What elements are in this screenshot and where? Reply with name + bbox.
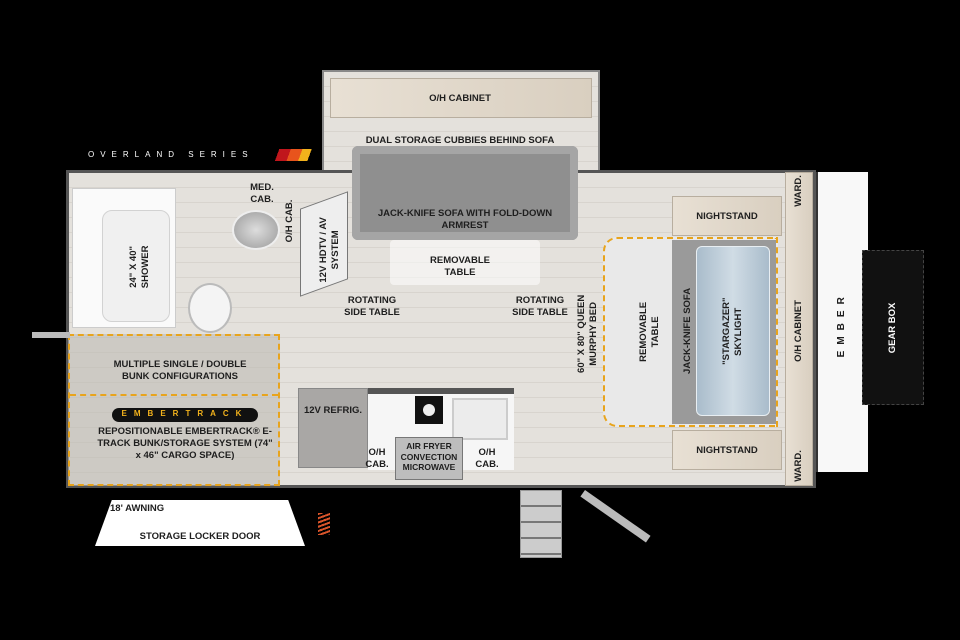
med-cab-label: MED. CAB.: [250, 182, 274, 205]
nightstand-top: [672, 196, 782, 236]
sink-bath: [232, 210, 280, 250]
skylight: [696, 246, 770, 416]
bunk-divider: [70, 394, 278, 396]
gear-box-label: GEAR BOX: [887, 302, 899, 354]
baggage-door: [32, 332, 70, 338]
series-name: OVERLAND SERIES: [88, 150, 254, 159]
accent-stripes: [270, 149, 312, 161]
jackknife-rear-label: JACK-KNIFE SOFA: [682, 287, 694, 374]
burner-icon: [423, 404, 435, 416]
refrig-label: 12V REFRIG.: [303, 405, 363, 416]
oh-cab-bath-label: O/H CAB.: [284, 199, 296, 243]
ember-logo: EMBER: [835, 291, 847, 358]
ward-top-label: WARD.: [793, 175, 805, 207]
gear-box: [862, 250, 924, 405]
rotating-left-label: ROTATING SIDE TABLE: [344, 295, 400, 318]
oh-cab-kitchen-left-label: O/H CAB.: [365, 447, 389, 470]
kitchen-sink: [452, 398, 508, 440]
hdtv-label: 12V HDTV / AV SYSTEM: [318, 217, 341, 283]
entry-steps[interactable]: [520, 490, 562, 558]
vent-icon: [318, 513, 330, 535]
front-cap: [816, 172, 868, 472]
shower-pan: [102, 210, 170, 322]
nightstand-top-label: NIGHTSTAND: [696, 211, 758, 222]
entry-door[interactable]: [580, 490, 651, 543]
embertrack-logo: EMBERTRACK: [121, 409, 249, 418]
storage-locker-door: [95, 500, 305, 546]
toilet: [188, 283, 232, 333]
locker-label: STORAGE LOCKER DOOR: [139, 531, 261, 542]
murphy-bed-label: 60" X 80" QUEEN MURPHY BED: [576, 294, 599, 373]
ward-bottom-label: WARD.: [793, 450, 805, 482]
awning-label: 18' AWNING: [110, 503, 165, 514]
removable-table-rear-label: REMOVABLE TABLE: [638, 301, 661, 362]
oh-cabinet-rear-label: O/H CABINET: [793, 300, 805, 362]
nightstand-bottom: [672, 430, 782, 470]
rotating-right-label: ROTATING SIDE TABLE: [512, 295, 568, 318]
sofa-front: [352, 146, 578, 240]
nightstand-bottom-label: NIGHTSTAND: [696, 445, 758, 456]
embertrack-desc: REPOSITIONABLE EMBERTRACK® E-TRACK BUNK/…: [97, 426, 273, 461]
oh-cabinet-top-label: O/H CABINET: [429, 93, 491, 104]
bunk-label: MULTIPLE SINGLE / DOUBLE BUNK CONFIGURAT…: [113, 359, 247, 382]
oh-cabinet-top: [330, 78, 592, 118]
oh-cabinet-rear: [785, 172, 813, 486]
microwave: [395, 437, 463, 480]
refrigerator: [298, 388, 368, 468]
microwave-label: AIR FRYER CONVECTION MICROWAVE: [400, 441, 458, 473]
embertrack-badge: [112, 408, 258, 422]
skylight-label: "STARGAZER" SKYLIGHT: [721, 297, 744, 365]
dual-storage-label: DUAL STORAGE CUBBIES BEHIND SOFA: [365, 135, 555, 146]
oh-cab-kitchen-right-label: O/H CAB.: [475, 447, 499, 470]
shower-label: 24" X 40" SHOWER: [128, 245, 151, 289]
removable-table-front-label: REMOVABLE TABLE: [430, 255, 490, 278]
removable-table-front: [390, 240, 540, 285]
sofa-front-label: JACK-KNIFE SOFA WITH FOLD-DOWN ARMREST: [377, 208, 553, 231]
